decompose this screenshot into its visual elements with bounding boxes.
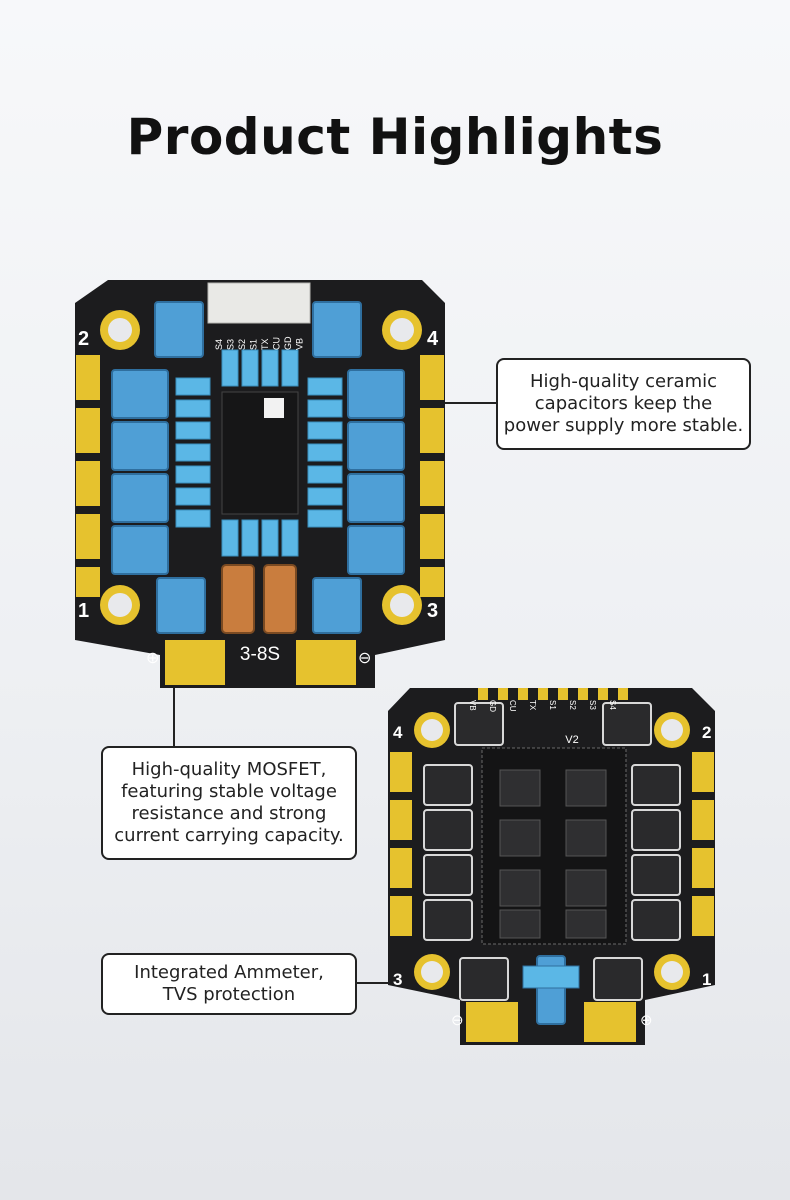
- corner-label: 3: [393, 970, 402, 989]
- pin-label: CU: [272, 337, 282, 350]
- callout-ammeter: Integrated Ammeter, TVS protection: [101, 953, 357, 1015]
- callout-line: featuring stable voltage: [121, 781, 337, 802]
- corner-label: 1: [702, 970, 711, 989]
- corner-label: 4: [427, 328, 439, 350]
- callout-line: TVS protection: [162, 984, 296, 1005]
- pin-label: CU: [508, 700, 517, 712]
- minus-icon: ⊖: [451, 1012, 464, 1029]
- pin-label: S3: [226, 339, 236, 350]
- version-label: V2: [565, 734, 578, 746]
- pin-label: S2: [237, 339, 247, 350]
- callout-line: power supply more stable.: [503, 415, 744, 436]
- callout-line: current carrying capacity.: [114, 825, 344, 846]
- voltage-label: 3-8S: [240, 644, 280, 665]
- plus-icon: ⊕: [146, 650, 159, 667]
- pin-label: TX: [260, 338, 270, 350]
- callout-line: High-quality MOSFET,: [131, 759, 327, 780]
- callout-capacitors: High-quality ceramic capacitors keep the…: [496, 358, 751, 450]
- pin-label: S4: [214, 339, 224, 350]
- callout-mosfet: High-quality MOSFET, featuring stable vo…: [101, 746, 357, 860]
- pin-label: S1: [548, 700, 557, 710]
- pin-label: VB: [295, 338, 305, 350]
- pin-label: S2: [568, 700, 577, 710]
- corner-label: 1: [78, 600, 89, 622]
- corner-label: 3: [427, 600, 438, 622]
- page-title: Product Highlights: [126, 108, 664, 166]
- pin-label: S4: [608, 700, 617, 710]
- corner-label: 4: [393, 723, 403, 742]
- corner-label: 2: [78, 328, 89, 350]
- corner-label: 2: [702, 723, 711, 742]
- callout-line: Integrated Ammeter,: [134, 962, 324, 983]
- pin-label: TX: [528, 700, 537, 711]
- pin-label: VB: [468, 700, 477, 711]
- plus-icon: ⊕: [640, 1012, 653, 1029]
- pin-label: S1: [249, 339, 259, 350]
- pin-label: S3: [588, 700, 597, 710]
- callout-line: capacitors keep the: [534, 393, 713, 414]
- pin-label: GD: [488, 700, 497, 712]
- minus-icon: ⊖: [358, 650, 371, 667]
- callout-line: High-quality ceramic: [530, 371, 717, 392]
- callout-line: resistance and strong: [131, 803, 327, 824]
- pin-label: GD: [283, 336, 293, 350]
